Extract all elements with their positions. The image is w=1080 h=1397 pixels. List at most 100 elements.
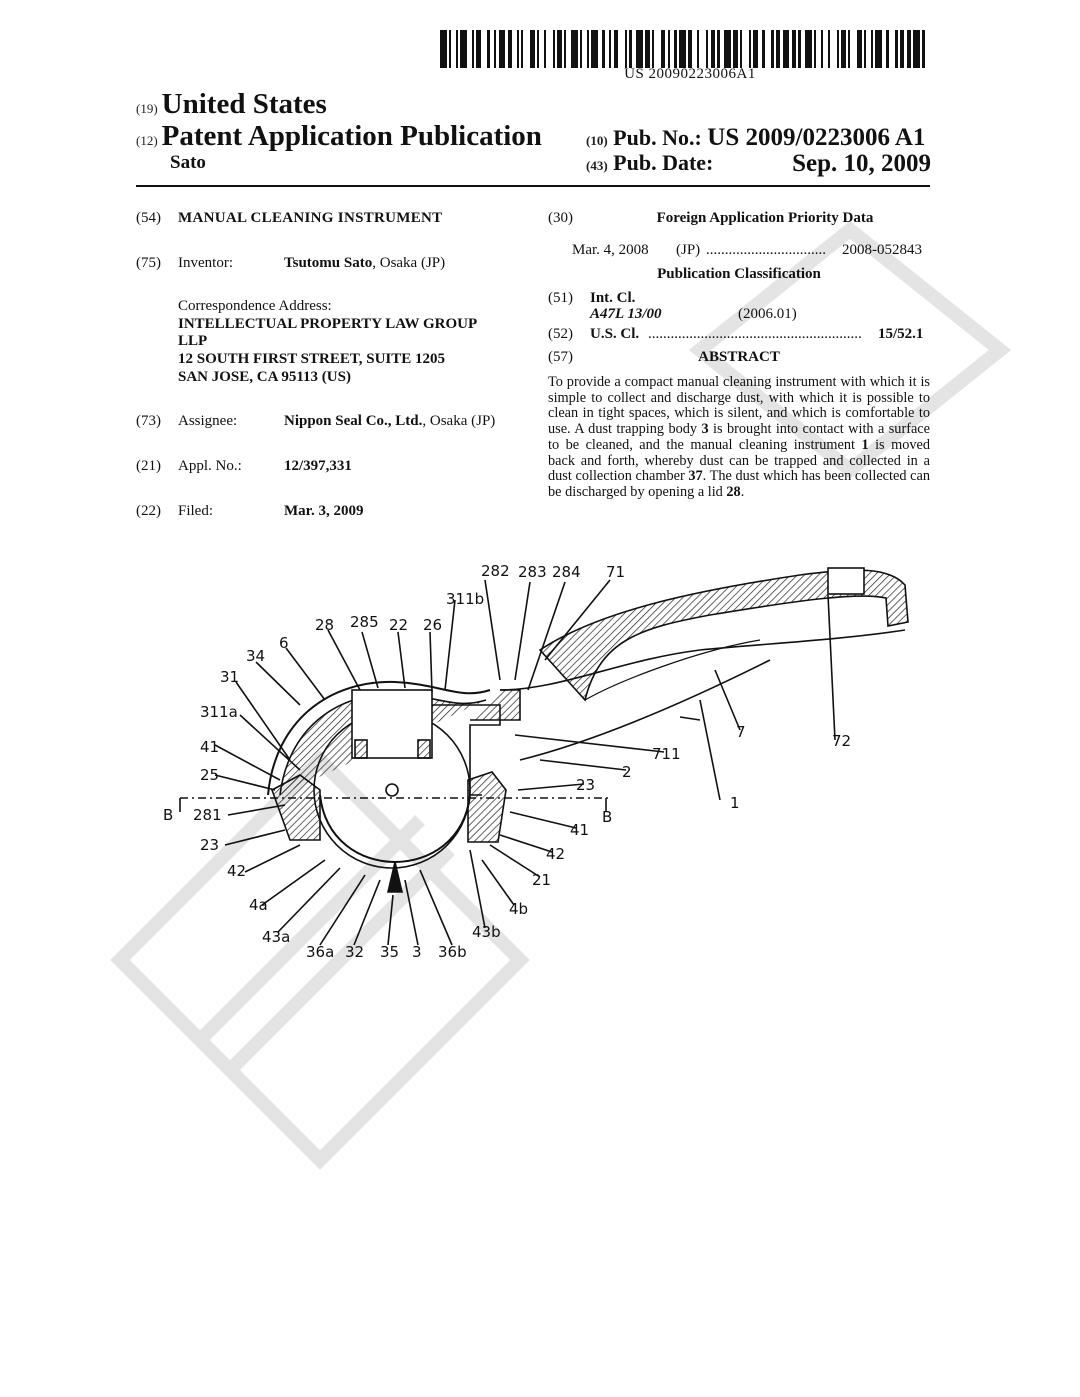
barcode-stripe <box>899 30 905 68</box>
country: United States <box>161 88 327 120</box>
fig-label: 26 <box>423 616 442 634</box>
barcode-stripe <box>687 30 693 68</box>
priority-country: (JP) <box>676 242 701 258</box>
fig-label: 34 <box>246 647 265 665</box>
barcode-stripe <box>546 30 553 68</box>
barcode-stripe <box>857 30 862 68</box>
fig-label: 1 <box>730 794 740 812</box>
fig-label: 36b <box>438 943 467 961</box>
fig-label: 42 <box>227 862 246 880</box>
abstract-title: ABSTRACT <box>698 349 780 365</box>
fig-label: 281 <box>193 806 222 824</box>
barcode-stripe <box>850 30 857 68</box>
priority-date: Mar. 4, 2008 <box>572 242 649 258</box>
barcode-stripe <box>613 30 619 68</box>
barcode-stripe <box>870 30 873 68</box>
fig-label: 36a <box>306 943 334 961</box>
fig-label: 43b <box>472 923 501 941</box>
barcode-stripe <box>805 30 812 68</box>
barcode-stripe <box>494 30 497 68</box>
priority-title: Foreign Application Priority Data <box>656 210 874 226</box>
uscl-label: U.S. Cl. <box>590 326 640 342</box>
correspondence-line-1: INTELLECTUAL PROPERTY LAW GROUP <box>178 316 478 332</box>
barcode-stripe <box>530 30 535 68</box>
patent-drawing: 282 283 284 71 311b 28 285 22 26 6 34 3 1… <box>163 562 909 961</box>
barcode-number: US 20090223006A1 <box>624 66 756 82</box>
abstract-ref: 1 <box>861 436 869 453</box>
barcode-stripe <box>523 30 530 68</box>
appl-number: 12/397,331 <box>284 458 352 474</box>
barcode-stripe <box>507 30 513 68</box>
header-rule <box>136 185 930 187</box>
publication-type-line: (12) Patent Application Publication <box>136 120 542 153</box>
barcode-stripe <box>706 30 709 68</box>
fig-label: 32 <box>345 943 364 961</box>
barcode-stripe <box>586 30 589 68</box>
barcode-stripe <box>516 30 519 68</box>
barcode-stripe <box>771 30 774 68</box>
correspondence-line-4: SAN JOSE, CA 95113 (US) <box>178 369 351 385</box>
abstract-code: (57) <box>548 349 573 365</box>
fig-label: 282 <box>481 562 510 580</box>
barcode-stripe <box>624 30 628 68</box>
abstract-part: To provide a compact manual cleaning ins… <box>548 374 930 438</box>
barcode-stripe <box>674 30 677 68</box>
intcl-value: A47L 13/00 <box>590 306 662 322</box>
pub-date-code: (43) <box>586 158 608 173</box>
inventor-name: Tsutomu Sato <box>284 255 373 271</box>
fig-label: 6 <box>279 634 289 652</box>
abstract-part: is moved back and forth, whereby dust ca… <box>548 436 930 485</box>
assignee-name: Nippon Seal Co., Ltd. <box>284 413 423 429</box>
barcode-stripe <box>440 30 447 68</box>
country-line: (19) United States <box>136 88 327 121</box>
title: MANUAL CLEANING INSTRUMENT <box>178 210 443 226</box>
barcode-stripe <box>827 30 830 68</box>
barcode-stripe <box>645 30 650 68</box>
pub-date-line: (43) Pub. Date: Sep. 10, 2009 <box>586 150 931 177</box>
fig-label: 22 <box>389 616 408 634</box>
barcode-stripe <box>863 30 867 68</box>
fig-label: 42 <box>546 845 565 863</box>
fig-label: 284 <box>552 563 581 581</box>
fig-label: 3 <box>412 943 422 961</box>
barcode <box>440 30 930 68</box>
fig-label: 41 <box>570 821 589 839</box>
inventor-location: , Osaka (JP) <box>372 255 446 271</box>
barcode-stripe <box>836 30 840 68</box>
abstract-part: . <box>740 483 745 500</box>
barcode-stripe <box>697 30 700 68</box>
barcode-stripe <box>775 30 781 68</box>
pub-date: Sep. 10, 2009 <box>792 150 931 177</box>
barcode-stripe <box>841 30 846 68</box>
barcode-stripe <box>906 30 912 68</box>
fig-label: 7 <box>736 723 746 741</box>
barcode-stripe <box>753 30 758 68</box>
appl-code: (21) <box>136 458 161 474</box>
fig-label: B <box>163 806 173 824</box>
fig-label: 72 <box>832 732 851 750</box>
barcode-stripe <box>602 30 605 68</box>
appl-label: Appl. No.: <box>178 458 242 474</box>
fig-label: 285 <box>350 613 379 631</box>
publication-type: Patent Application Publication <box>161 120 542 152</box>
barcode-stripe <box>609 30 612 68</box>
figure-labels: 282 283 284 71 311b 28 285 22 26 6 34 3 1… <box>163 562 851 961</box>
inventor-short: Sato <box>170 152 206 173</box>
fig-label: 23 <box>200 836 219 854</box>
barcode-stripe <box>521 30 524 68</box>
barcode-stripe <box>481 30 488 68</box>
barcode-stripe <box>629 30 632 68</box>
fig-label: 71 <box>606 563 625 581</box>
fig-label: 28 <box>315 616 334 634</box>
fig-label: 311b <box>446 590 484 608</box>
barcode-stripe <box>570 30 578 68</box>
barcode-stripe <box>543 30 546 68</box>
pub-number-line: (10) Pub. No.: US 2009/0223006 A1 <box>586 124 925 152</box>
fig-label: B <box>602 808 612 826</box>
barcode-stripe <box>724 30 731 68</box>
barcode-stripe <box>651 30 655 68</box>
barcode-stripe <box>552 30 555 68</box>
fig-label: 25 <box>200 766 219 784</box>
barcode-stripe <box>460 30 468 68</box>
fig-label: 283 <box>518 563 547 581</box>
